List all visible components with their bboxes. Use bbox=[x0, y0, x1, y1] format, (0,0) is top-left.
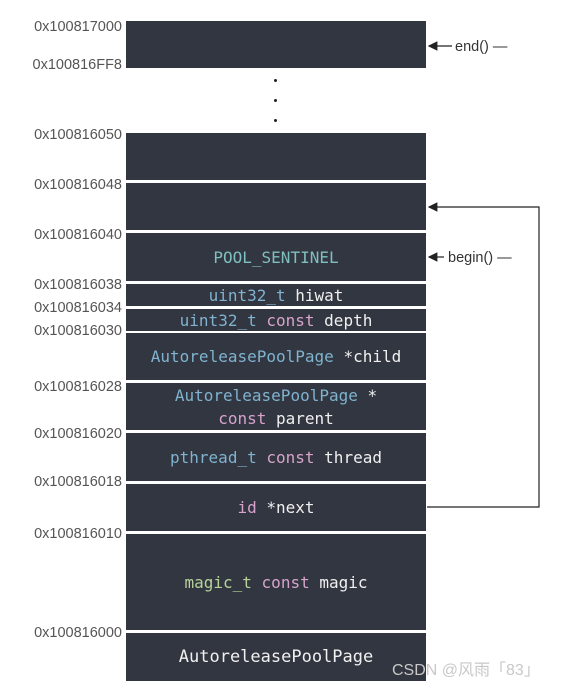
magic-const: const bbox=[261, 572, 310, 592]
address-0x100816018: 0x100816018 bbox=[34, 474, 122, 490]
block-hiwat: uint32_t hiwat bbox=[126, 284, 426, 306]
address-0x100816030: 0x100816030 bbox=[34, 323, 122, 339]
ellipsis-dot bbox=[274, 79, 277, 82]
child-type: AutoreleasePoolPage bbox=[150, 347, 334, 366]
address-0x100816020: 0x100816020 bbox=[34, 426, 122, 442]
end-label: end() — bbox=[455, 39, 508, 55]
address-0x100816040: 0x100816040 bbox=[34, 227, 122, 243]
address-0x100816028: 0x100816028 bbox=[34, 379, 122, 395]
block-thread: pthread_t const thread bbox=[126, 433, 426, 481]
next-pointer-arrow bbox=[427, 202, 540, 508]
ellipsis-dot bbox=[274, 119, 277, 122]
block-depth: uint32_t const depth bbox=[126, 309, 426, 331]
address-0x100816048: 0x100816048 bbox=[34, 177, 122, 193]
depth-name: depth bbox=[324, 310, 373, 330]
next-type: id bbox=[237, 498, 257, 517]
parent-const: const bbox=[218, 408, 267, 428]
address-0x100816ff8: 0x100816FF8 bbox=[32, 57, 122, 73]
class-name-text: AutoreleasePoolPage bbox=[178, 646, 374, 667]
parent-pointer: * bbox=[367, 385, 378, 405]
block-parent: AutoreleasePoolPage * const parent bbox=[126, 383, 426, 430]
hiwat-name: hiwat bbox=[295, 285, 344, 305]
ellipsis-dot bbox=[274, 99, 277, 102]
depth-type: uint32_t bbox=[179, 310, 257, 330]
thread-name: thread bbox=[324, 447, 382, 467]
block-empty-slot-upper bbox=[126, 133, 426, 180]
block-pool-sentinel: POOL_SENTINEL bbox=[126, 233, 426, 281]
address-0x100816010: 0x100816010 bbox=[34, 526, 122, 542]
address-0x100816034: 0x100816034 bbox=[34, 300, 122, 316]
next-name: *next bbox=[266, 498, 315, 517]
watermark: CSDN @风雨「83」 bbox=[392, 662, 540, 679]
magic-type: magic_t bbox=[184, 572, 252, 592]
parent-type: AutoreleasePoolPage bbox=[174, 385, 358, 405]
block-end-slot bbox=[126, 21, 426, 68]
block-next: id *next bbox=[126, 484, 426, 531]
address-0x100816050: 0x100816050 bbox=[34, 127, 122, 143]
block-class-name: AutoreleasePoolPage bbox=[126, 633, 426, 681]
child-name: *child bbox=[343, 347, 402, 366]
thread-const: const bbox=[266, 447, 315, 467]
block-child: AutoreleasePoolPage *child bbox=[126, 333, 426, 380]
block-magic: magic_t const magic bbox=[126, 534, 426, 630]
address-0x100816000: 0x100816000 bbox=[34, 625, 122, 641]
parent-name: parent bbox=[276, 408, 334, 428]
magic-name: magic bbox=[319, 572, 368, 592]
pool-sentinel-text: POOL_SENTINEL bbox=[213, 247, 339, 267]
begin-label: begin() — bbox=[448, 250, 512, 266]
thread-type: pthread_t bbox=[170, 447, 257, 467]
address-0x100816038: 0x100816038 bbox=[34, 277, 122, 293]
depth-const: const bbox=[266, 310, 315, 330]
address-0x100817000: 0x100817000 bbox=[34, 19, 122, 35]
hiwat-type: uint32_t bbox=[208, 285, 286, 305]
block-empty-slot-lower bbox=[126, 183, 426, 230]
